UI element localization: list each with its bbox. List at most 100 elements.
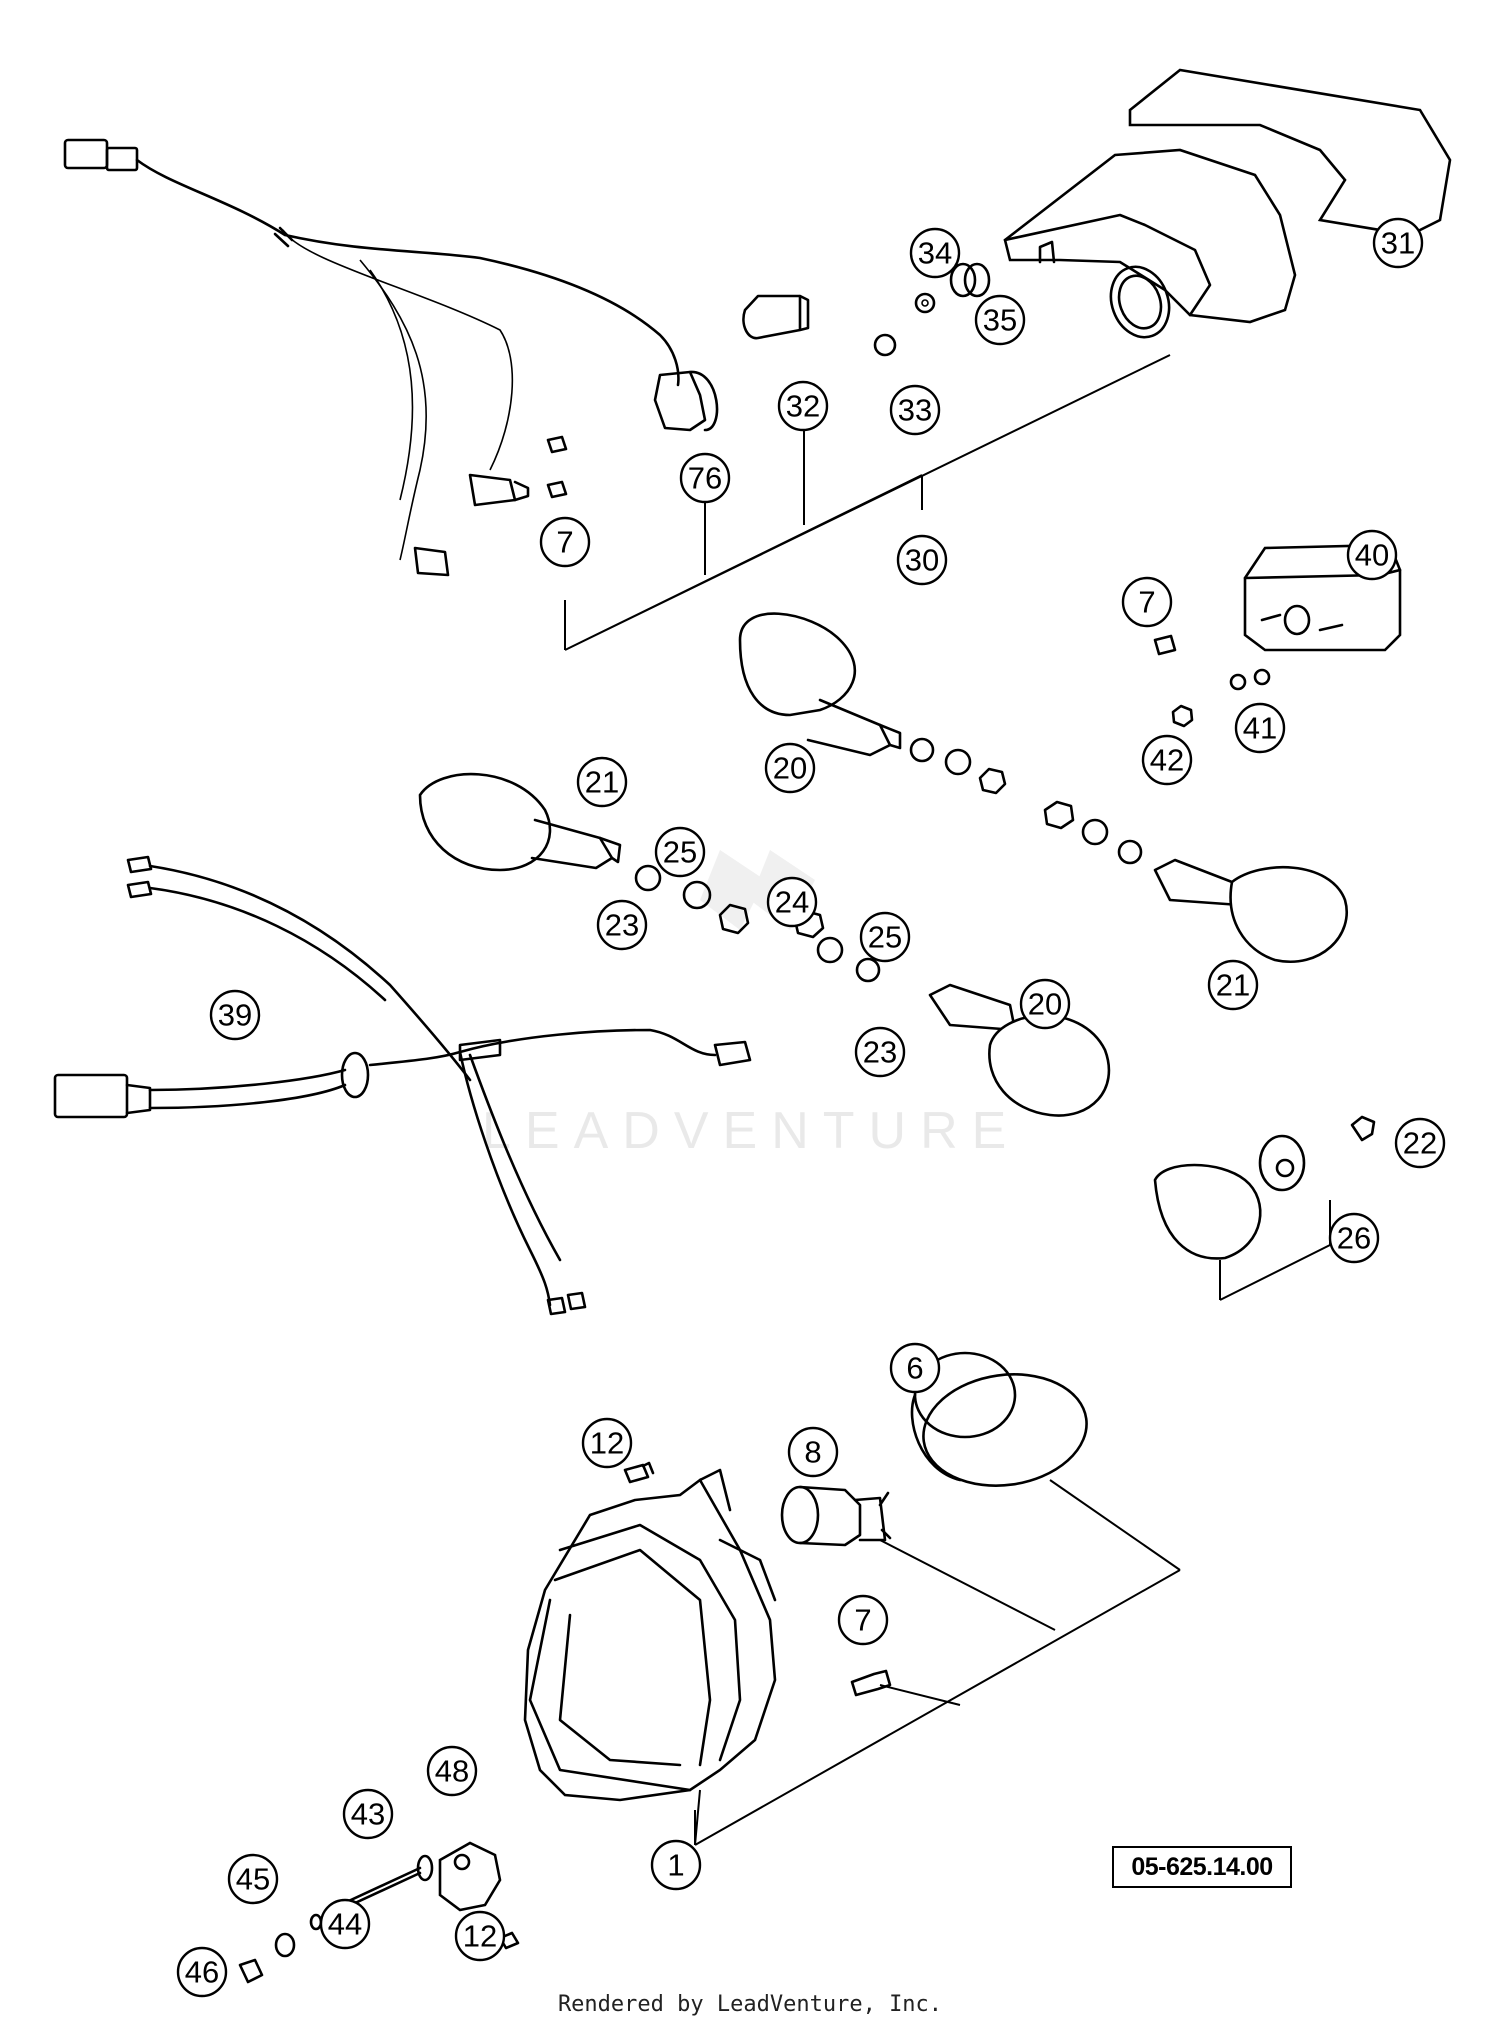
svg-text:46: 46 [185,1955,219,1990]
callout-22: 22 [1394,1117,1446,1169]
svg-text:48: 48 [435,1754,469,1789]
svg-text:22: 22 [1403,1126,1437,1161]
leadventure-watermark: LEADVENTURE [482,850,1020,1160]
svg-text:21: 21 [1216,968,1250,1003]
headlight-bulb [780,1485,892,1547]
callout-12-bottom: 12 [454,1910,506,1962]
svg-text:30: 30 [905,543,939,578]
callout-25-right: 25 [859,911,911,963]
callout-39: 39 [209,989,261,1041]
callout-48: 48 [426,1745,478,1797]
headlight-housing [523,1468,777,1802]
callout-21-left: 21 [576,756,628,808]
washers-41 [1229,668,1271,691]
turn-signal-rear-upper [738,612,902,757]
callout-8: 8 [787,1426,839,1478]
callout-1: 1 [650,1839,702,1891]
callout-20-upper: 20 [764,742,816,794]
nut-42 [1171,704,1194,728]
callout-6: 6 [889,1342,941,1394]
svg-text:26: 26 [1337,1221,1371,1256]
callout-41: 41 [1234,702,1286,754]
washer-34 [914,292,936,314]
callout-24: 24 [766,876,818,928]
headlight-trim-ring [910,1351,1088,1487]
svg-text:34: 34 [918,236,952,271]
callout-76: 76 [679,452,731,504]
callout-7-head: 7 [837,1594,889,1646]
callout-43: 43 [342,1788,394,1840]
svg-text:76: 76 [688,461,722,496]
watermark-text: LEADVENTURE [482,1102,1020,1160]
callout-20-front: 20 [1019,978,1071,1030]
diagram-code-label: 05-625.14.00 [1112,1846,1292,1888]
bulb-7-license [1153,634,1177,656]
callout-31: 31 [1372,217,1424,269]
svg-text:33: 33 [898,393,932,428]
leader-30-group [564,354,1171,651]
callout-46: 46 [176,1946,228,1998]
svg-text:45: 45 [236,1862,270,1897]
svg-text:7: 7 [556,525,573,560]
callout-7-license: 7 [1121,576,1173,628]
tail-lens [1128,68,1452,237]
callout-30: 30 [896,534,948,586]
leader-1-group [694,1479,1181,1846]
washer-45 [274,1932,296,1958]
grommet-35 [949,262,991,298]
callout-40: 40 [1346,529,1398,581]
svg-text:41: 41 [1243,711,1277,746]
svg-text:7: 7 [1138,585,1155,620]
turn-signal-small [1153,1115,1376,1260]
svg-text:23: 23 [863,1035,897,1070]
callout-42: 42 [1141,734,1193,786]
washer-44 [309,1913,323,1931]
callout-45: 45 [227,1853,279,1905]
tail-bulb [742,294,810,340]
svg-text:31: 31 [1381,226,1415,261]
tail-light-harness [63,138,719,577]
turn-signal-rear-right [1043,800,1348,963]
screw-12-top [623,1461,655,1484]
svg-text:25: 25 [868,920,902,955]
svg-text:21: 21 [585,765,619,800]
clip-46 [238,1958,264,1984]
nut-33 [873,333,897,357]
turn-signal-front-right [793,909,1111,1117]
svg-text:6: 6 [906,1351,923,1386]
svg-text:23: 23 [605,908,639,943]
svg-text:42: 42 [1150,743,1184,778]
front-indicator-harness [53,855,752,1316]
svg-text:1: 1 [667,1848,684,1883]
svg-text:8: 8 [804,1435,821,1470]
svg-text:43: 43 [351,1797,385,1832]
svg-text:20: 20 [773,751,807,786]
svg-text:7: 7 [854,1603,871,1638]
svg-text:12: 12 [463,1919,497,1954]
svg-text:35: 35 [983,303,1017,338]
callout-25-left: 25 [654,826,706,878]
callout-21-right: 21 [1207,959,1259,1011]
tail-light-housing [1003,148,1297,339]
callout-44: 44 [319,1898,371,1950]
svg-text:24: 24 [775,885,809,920]
callout-7-tail: 7 [539,516,591,568]
svg-text:25: 25 [663,835,697,870]
svg-text:39: 39 [218,998,252,1033]
svg-text:40: 40 [1355,538,1389,573]
svg-text:32: 32 [786,389,820,424]
turn-signal-front-left [418,772,750,935]
svg-text:20: 20 [1028,987,1062,1022]
callout-12-top: 12 [581,1417,633,1469]
callout-23-right: 23 [854,1026,906,1078]
callout-34: 34 [909,227,961,279]
callout-23-left: 23 [596,899,648,951]
callout-32: 32 [777,380,829,432]
render-credit: Rendered by LeadVenture, Inc. [557,1992,943,2017]
parking-bulb [850,1669,892,1697]
callout-26: 26 [1328,1212,1380,1264]
callout-33: 33 [889,384,941,436]
svg-text:44: 44 [328,1907,362,1942]
svg-text:12: 12 [590,1426,624,1461]
